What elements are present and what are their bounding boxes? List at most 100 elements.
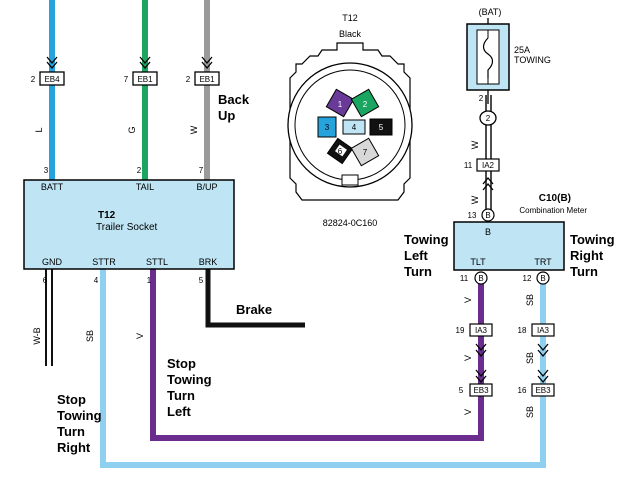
arrow-down-icon (537, 369, 549, 384)
arrow-down-icon (201, 56, 213, 70)
wire-color-label: W (189, 125, 199, 134)
towing-left-turn-label: Towing Left Turn (404, 232, 449, 279)
wire-color-label: W (470, 195, 480, 204)
svg-text:BATT: BATT (41, 182, 64, 192)
wire-brake (205, 268, 305, 328)
arrow-down-icon (537, 343, 549, 358)
pin-number: 3 (44, 166, 49, 175)
svg-text:19: 19 (456, 326, 465, 335)
pin-number: 2 (479, 94, 484, 103)
wire-color-label: V (463, 409, 473, 415)
svg-text:Stop: Stop (57, 392, 86, 407)
brake-label: Brake (236, 302, 272, 317)
svg-text:STTR: STTR (92, 257, 116, 267)
svg-text:TLT: TLT (470, 257, 486, 267)
svg-text:B: B (485, 227, 491, 237)
pin-number: 1 (147, 276, 152, 285)
svg-text:7: 7 (124, 75, 129, 84)
trailer-socket-box: BATT TAIL B/UP T12 Trailer Socket GND ST… (23, 179, 235, 270)
arrow-down-icon (475, 369, 487, 384)
svg-text:82824-0C160: 82824-0C160 (323, 218, 378, 228)
svg-text:Trailer Socket: Trailer Socket (96, 222, 158, 233)
svg-text:Turn: Turn (570, 264, 598, 279)
meter-name: Combination Meter (519, 206, 587, 215)
connector-eb3-right: EB3 16 (518, 383, 555, 397)
pin-b-marker (481, 208, 495, 222)
svg-text:EB1: EB1 (199, 75, 215, 84)
svg-text:Up: Up (218, 108, 235, 123)
wire-color-label: G (127, 126, 137, 133)
stop-towing-turn-left-label: Stop Towing Turn Left (167, 356, 212, 419)
pin-number: 6 (43, 276, 48, 285)
svg-text:EB3: EB3 (535, 386, 551, 395)
connector-eb1-backup: EB1 2 (186, 71, 220, 86)
pin-number: 4 (94, 276, 99, 285)
connector-face-view: T12 Black 1 2 3 4 5 6 7 82824-0C160 (287, 13, 413, 228)
svg-text:Left: Left (404, 248, 429, 263)
wire-color-label: V (135, 333, 145, 339)
svg-text:BRK: BRK (199, 257, 218, 267)
wire-color-label: SB (525, 406, 535, 418)
svg-text:3: 3 (325, 123, 330, 132)
svg-text:B: B (478, 274, 483, 283)
svg-text:Towing: Towing (167, 372, 212, 387)
svg-text:Towing: Towing (57, 408, 102, 423)
connector-ia3-right: IA3 18 (518, 323, 555, 337)
meter-id: C10(B) (539, 193, 571, 204)
arrow-down-icon (482, 176, 494, 191)
svg-text:(BAT): (BAT) (479, 7, 502, 17)
connector-eb4: EB4 2 (31, 71, 65, 86)
arrow-down-icon (139, 56, 151, 70)
pin-number: 13 (468, 211, 477, 220)
pin-number: 2 (137, 166, 142, 175)
svg-text:5: 5 (459, 386, 464, 395)
stop-towing-turn-right-label: Stop Towing Turn Right (57, 392, 102, 455)
towing-right-turn-label: Towing Right Turn (570, 232, 615, 279)
wire-stop-left (150, 268, 484, 441)
svg-text:TOWING: TOWING (514, 55, 551, 65)
connector-eb3-left: EB3 5 (459, 383, 493, 397)
svg-text:16: 16 (518, 386, 527, 395)
wire-color-label: SB (525, 352, 535, 364)
wire-color-label: V (463, 297, 473, 303)
combination-meter-box: B TLT TRT (453, 221, 565, 271)
svg-text:25A: 25A (514, 45, 530, 55)
wire-stop-right (100, 268, 546, 468)
wire-color-label: V (463, 355, 473, 361)
svg-text:TRT: TRT (534, 257, 552, 267)
svg-text:18: 18 (518, 326, 527, 335)
svg-text:GND: GND (42, 257, 63, 267)
svg-text:2: 2 (31, 75, 36, 84)
svg-text:EB1: EB1 (137, 75, 153, 84)
fuse-towing: (BAT) 25A TOWING (466, 7, 551, 91)
svg-text:IA2: IA2 (482, 161, 495, 170)
splice-point: 2 (479, 110, 497, 126)
svg-text:EB4: EB4 (44, 75, 60, 84)
svg-text:Stop: Stop (167, 356, 196, 371)
svg-text:2: 2 (486, 114, 491, 123)
svg-text:B: B (485, 211, 490, 220)
svg-text:B/UP: B/UP (196, 182, 217, 192)
pin-number: 12 (523, 274, 532, 283)
connector-eb1-tail: EB1 7 (124, 71, 158, 86)
arrow-down-icon (46, 56, 58, 70)
svg-text:TAIL: TAIL (136, 182, 154, 192)
svg-text:Turn: Turn (167, 388, 195, 403)
connector-ia2: IA2 11 (464, 158, 500, 172)
pin-number: 11 (460, 274, 469, 283)
svg-text:Turn: Turn (404, 264, 432, 279)
wire-color-label: SB (85, 330, 95, 342)
svg-text:T12: T12 (98, 210, 116, 221)
svg-text:7: 7 (363, 148, 368, 157)
svg-text:T12: T12 (342, 13, 358, 23)
svg-text:Towing: Towing (570, 232, 615, 247)
pin-number: 5 (199, 276, 204, 285)
wire-color-label: W (470, 140, 480, 149)
svg-text:2: 2 (363, 100, 368, 109)
svg-text:Turn: Turn (57, 424, 85, 439)
arrow-down-icon (475, 343, 487, 358)
svg-text:Right: Right (570, 248, 604, 263)
svg-text:B: B (540, 274, 545, 283)
svg-text:IA3: IA3 (537, 326, 550, 335)
back-up-label: Back (218, 92, 250, 107)
